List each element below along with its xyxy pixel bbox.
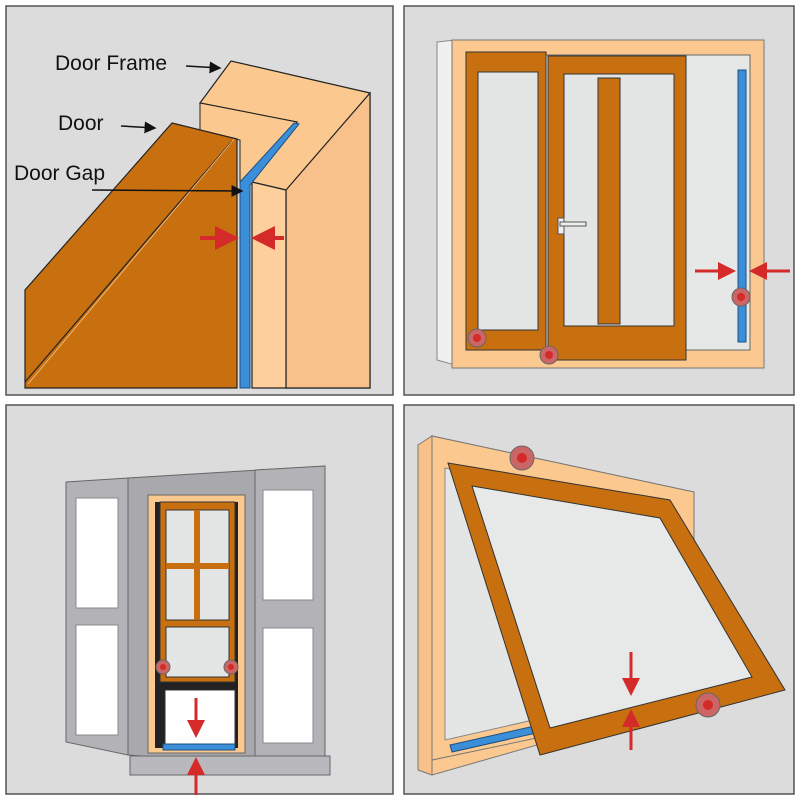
seal-markers xyxy=(467,287,751,365)
panel-door-gap: Door Frame Door Door Gap xyxy=(5,5,394,396)
shutter-louvers xyxy=(75,489,314,744)
panel-shuttered-window xyxy=(5,404,394,795)
door-gap-label: Door Gap xyxy=(14,162,105,185)
door-frame-label: Door Frame xyxy=(55,52,167,75)
window-seal xyxy=(737,69,747,343)
seal-markers xyxy=(155,659,239,675)
door-arrow-icon xyxy=(120,121,157,134)
panel-awning-window xyxy=(403,404,795,795)
door-frame xyxy=(198,60,371,389)
door xyxy=(24,122,238,389)
door-frame-arrow-icon xyxy=(185,61,222,74)
seal-markers xyxy=(509,445,721,718)
panel-sliding-window xyxy=(403,5,795,396)
window-seal xyxy=(162,743,236,751)
door-label: Door xyxy=(58,112,104,135)
door-gap-arrow-icon xyxy=(91,184,244,197)
door-gap-seal xyxy=(239,122,300,389)
awning-sash xyxy=(447,462,786,756)
